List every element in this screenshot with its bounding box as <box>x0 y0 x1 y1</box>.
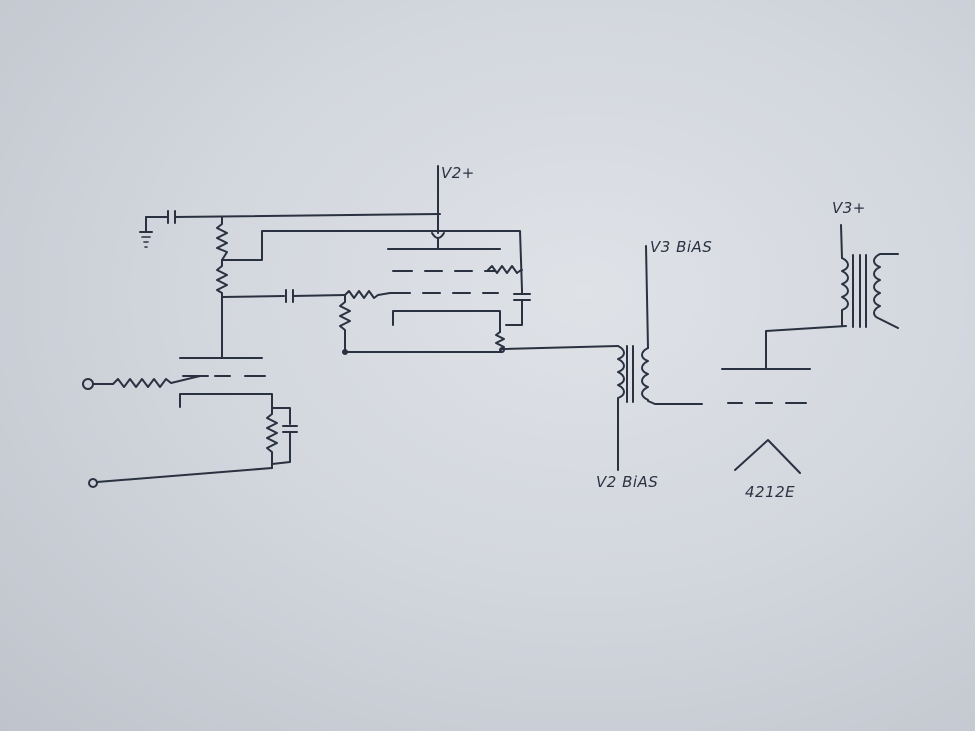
label-v3-bias: V3 BiAS <box>650 238 712 256</box>
label-v2-plus: V2+ <box>441 164 475 182</box>
plate-loop <box>431 232 445 250</box>
interstage-capacitor <box>285 289 294 303</box>
screen-resistor <box>487 265 523 274</box>
plate-load-resistor-1 <box>216 216 228 261</box>
cathode-resistor <box>266 403 278 469</box>
grid-leak-resistor <box>339 294 351 353</box>
driver-output-wire <box>501 345 619 350</box>
output-tube <box>721 368 811 474</box>
top-coupling-capacitor <box>167 210 176 224</box>
output-transformer <box>841 253 899 329</box>
secondary-out-wire <box>647 400 703 405</box>
tap-wire <box>221 230 523 291</box>
input-tube <box>179 357 273 408</box>
driver-tube <box>387 248 501 333</box>
v3-supply-wire <box>840 224 843 259</box>
filament-symbol <box>734 439 801 474</box>
driver-grid-resistor <box>344 290 391 299</box>
input-terminal-bottom <box>88 467 273 488</box>
ground-symbol <box>139 216 169 248</box>
top-bus-wire <box>174 213 441 218</box>
interstage-transformer <box>617 345 649 411</box>
input-grid-resistor <box>112 375 209 388</box>
screen-bypass-capacitor <box>505 289 531 326</box>
interstage-wire <box>221 295 285 298</box>
output-plate-wire <box>765 325 847 370</box>
input-terminal-top <box>82 378 114 390</box>
cathode-bypass-capacitor <box>271 407 298 465</box>
v3-bias-wire <box>645 245 649 349</box>
label-tube-type: 4212E <box>745 483 795 501</box>
plate-load-resistor-2 <box>216 259 228 298</box>
label-v2-bias: V2 BiAS <box>596 473 658 491</box>
label-v3-plus: V3+ <box>832 199 866 217</box>
